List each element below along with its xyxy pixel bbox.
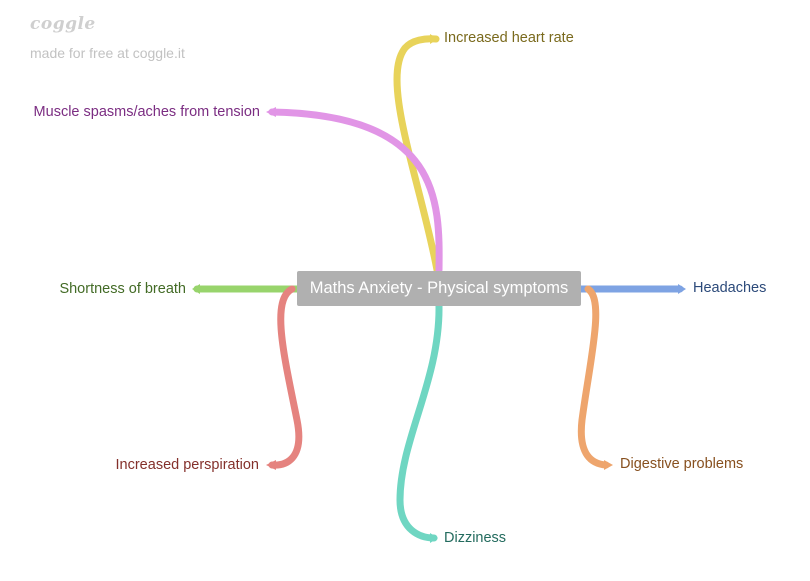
- branch-tip-headaches: [678, 284, 686, 294]
- branch-label-increased-heart-rate[interactable]: Increased heart rate: [444, 30, 574, 46]
- branch-line-dizziness: [396, 302, 443, 542]
- branch-tip-digestive-problems: [604, 460, 613, 470]
- branch-line-muscle-spasms: [268, 108, 443, 274]
- branch-label-muscle-spasms[interactable]: Muscle spasms/aches from tension: [33, 104, 260, 120]
- branch-label-shortness-of-breath[interactable]: Shortness of breath: [59, 281, 186, 297]
- branch-label-dizziness[interactable]: Dizziness: [444, 530, 507, 546]
- branch-line-digestive-problems: [577, 285, 610, 469]
- branch-line-increased-heart-rate: [393, 35, 441, 274]
- branch-tip-dizziness: [430, 533, 438, 543]
- branch-label-increased-perspiration[interactable]: Increased perspiration: [115, 457, 259, 473]
- branch-line-increased-perspiration: [268, 285, 303, 469]
- branch-tip-increased-perspiration: [266, 460, 276, 470]
- branch-tip-muscle-spasms: [266, 107, 276, 117]
- branch-tip-increased-heart-rate: [430, 34, 438, 44]
- central-topic-node[interactable]: Maths Anxiety - Physical symptoms: [297, 271, 581, 306]
- branch-label-digestive-problems[interactable]: Digestive problems: [620, 456, 744, 472]
- branch-tip-shortness-of-breath: [192, 284, 200, 294]
- credit-text: made for free at coggle.it: [30, 45, 185, 61]
- coggle-logo[interactable]: coggle: [30, 14, 96, 34]
- branch-label-headaches[interactable]: Headaches: [693, 280, 767, 296]
